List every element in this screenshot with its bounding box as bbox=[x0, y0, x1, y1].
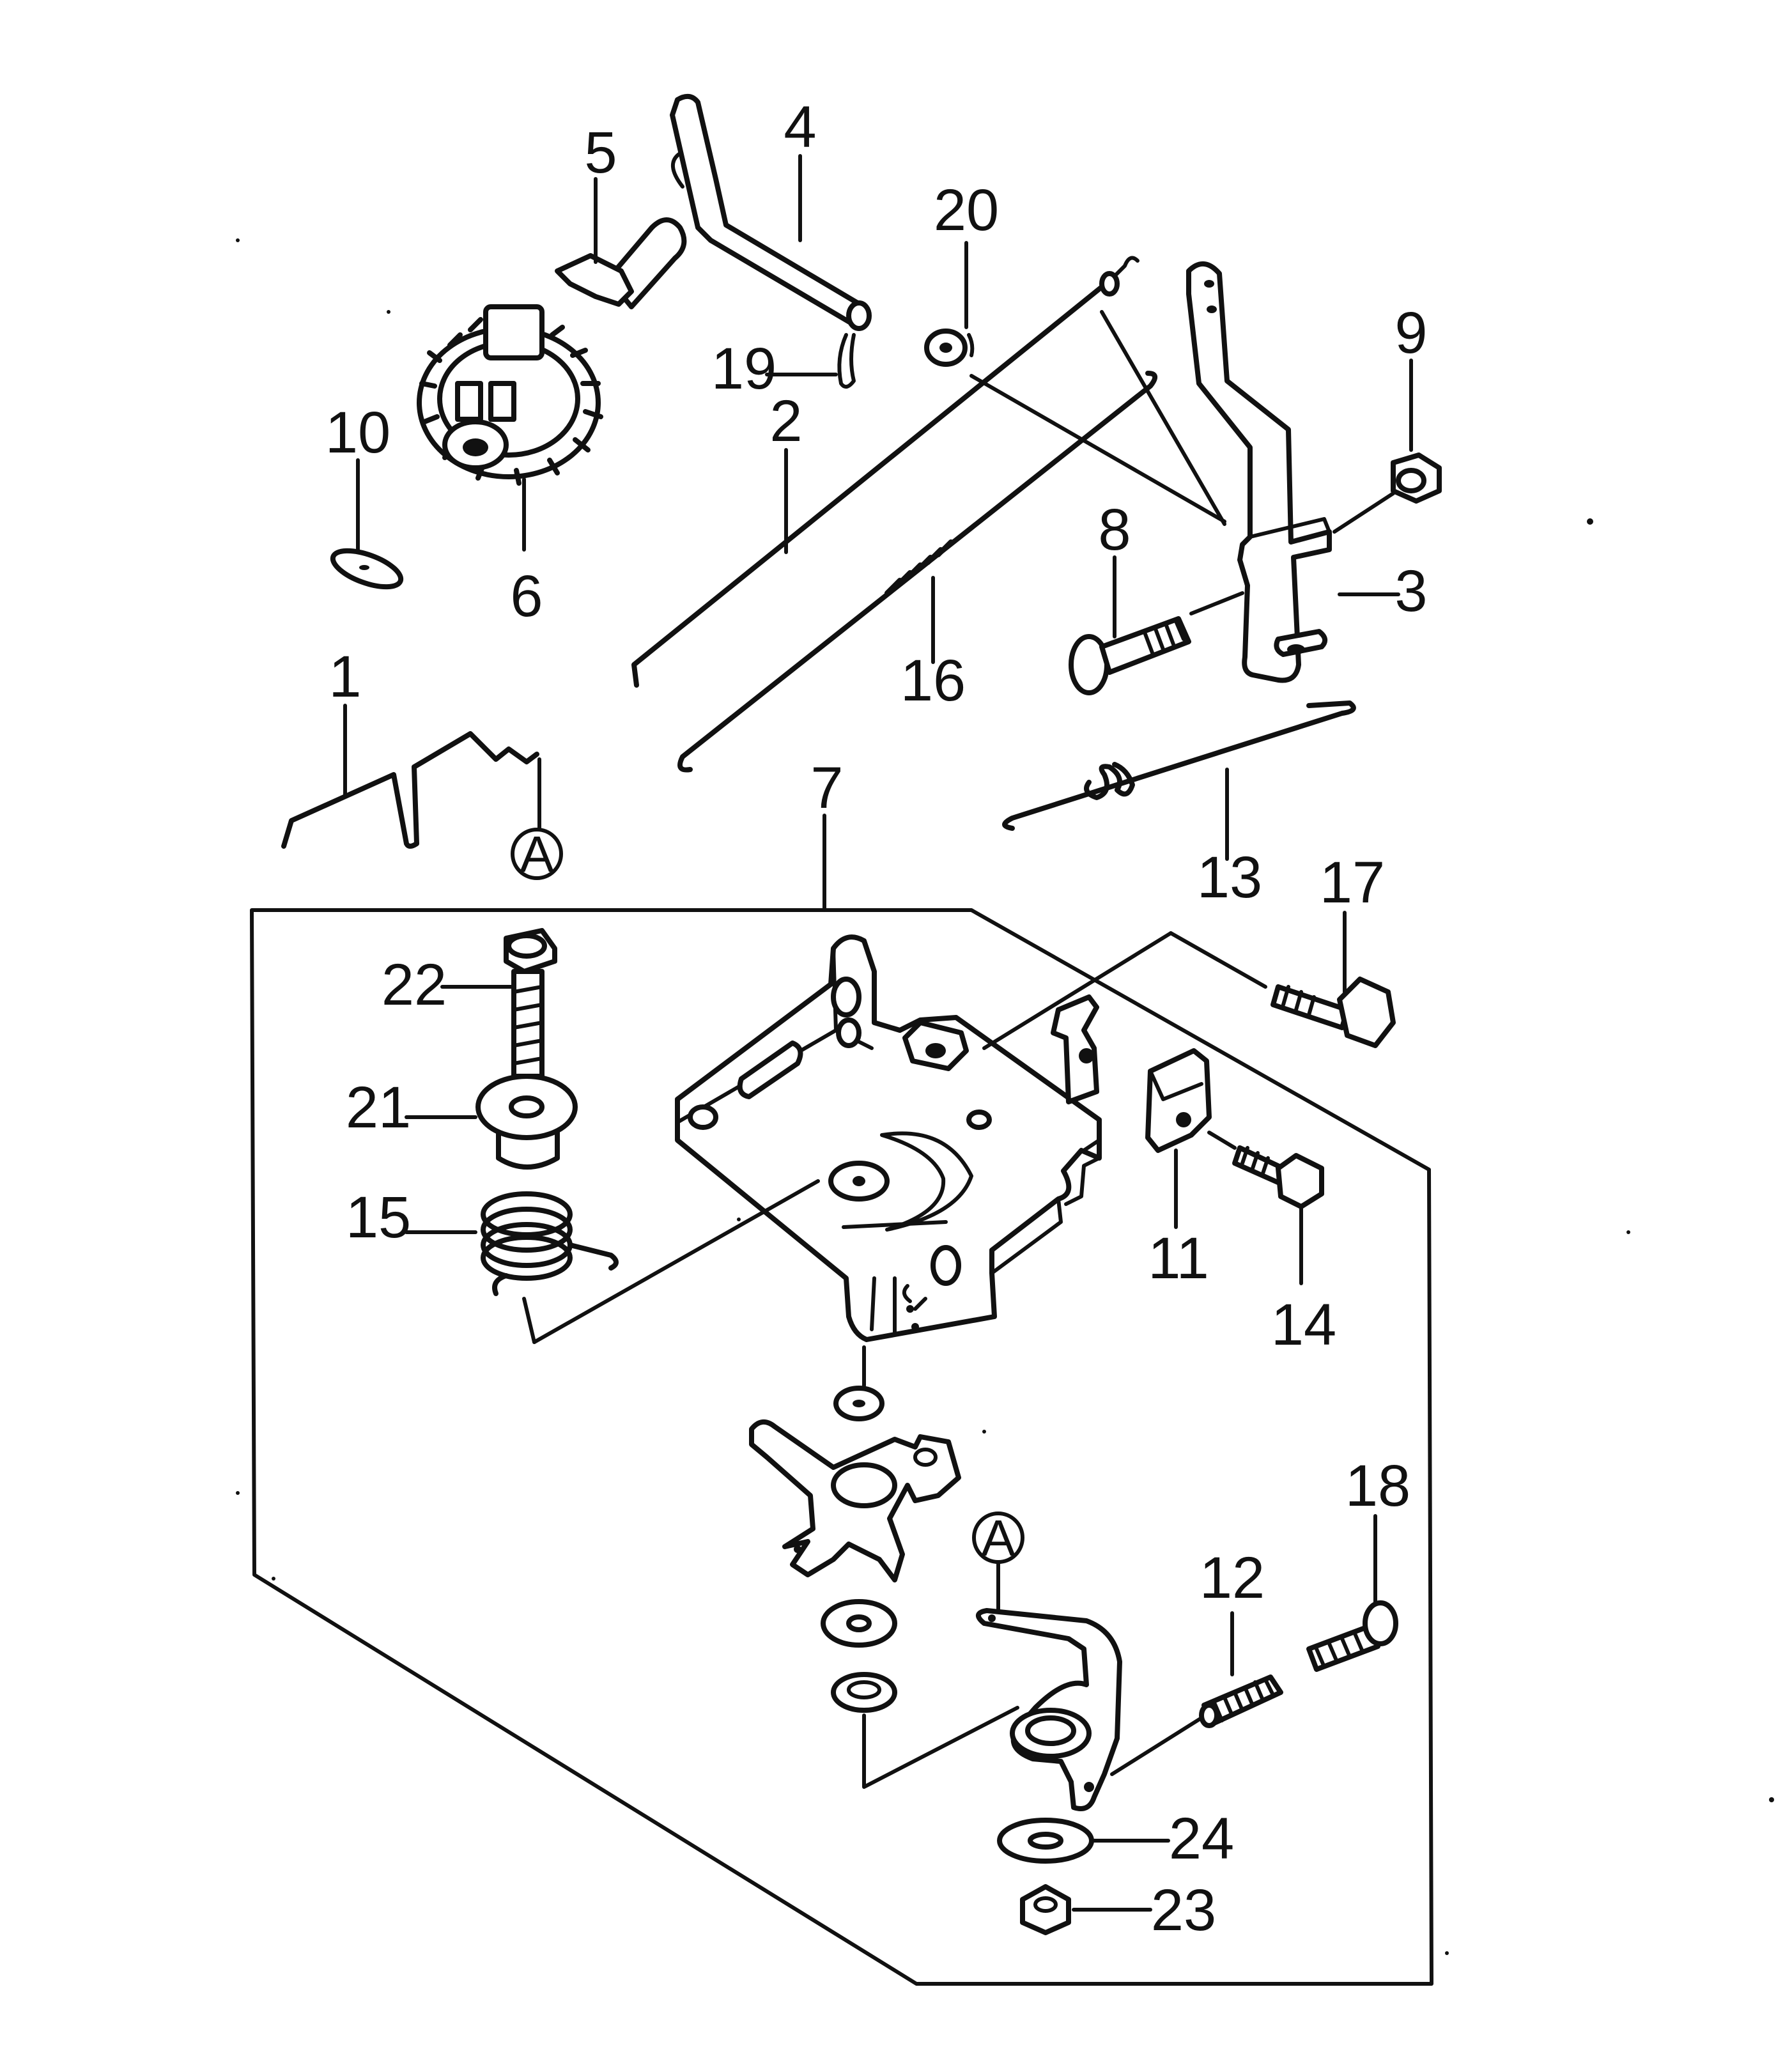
bushing-part-21 bbox=[405, 1074, 578, 1170]
lower-washer-small bbox=[833, 1345, 884, 1421]
rod-with-spring-part-16 bbox=[677, 371, 1157, 773]
bolt-part-8 bbox=[1069, 555, 1244, 695]
clip-pin-part-19 bbox=[765, 333, 856, 389]
callout-23: 23 bbox=[1151, 1878, 1216, 1943]
bolt-part-22 bbox=[440, 928, 557, 1079]
callout-labels: 1 2 3 4 5 6 7 8 9 10 11 12 13 14 15 16 1… bbox=[325, 95, 1428, 1943]
clamp-part-11 bbox=[1145, 1048, 1212, 1229]
callout-22: 22 bbox=[382, 952, 447, 1017]
callout-1: 1 bbox=[328, 644, 361, 709]
scan-specks bbox=[236, 238, 1774, 1955]
callout-15: 15 bbox=[346, 1185, 411, 1250]
spring-part-12 bbox=[1110, 1611, 1283, 1776]
callout-9: 9 bbox=[1394, 300, 1427, 366]
washer-part-20 bbox=[924, 241, 975, 367]
callout-21: 21 bbox=[346, 1075, 411, 1140]
reference-marker-a-top: A bbox=[511, 826, 563, 883]
washer-part-24 bbox=[997, 1818, 1170, 1864]
torsion-spring-part-15 bbox=[405, 1191, 619, 1296]
reference-letter: A bbox=[520, 826, 554, 883]
bolt-part-18 bbox=[1306, 1514, 1398, 1672]
callout-11: 11 bbox=[1148, 1226, 1209, 1291]
callout-4: 4 bbox=[784, 95, 816, 160]
bolt-part-14 bbox=[1207, 1131, 1324, 1285]
link-part-1 bbox=[281, 704, 541, 849]
reference-letter: A bbox=[981, 1510, 1016, 1566]
governor-gear-part bbox=[417, 304, 603, 552]
callout-2: 2 bbox=[769, 389, 802, 454]
governor-lever-plate bbox=[749, 1419, 961, 1582]
sleeve-part-5 bbox=[555, 177, 687, 309]
governor-arm-part-3 bbox=[1186, 261, 1400, 683]
reference-marker-a-bottom: A bbox=[972, 1510, 1024, 1620]
bracket-tab bbox=[1051, 994, 1099, 1104]
callout-13: 13 bbox=[1197, 845, 1262, 910]
callout-24: 24 bbox=[1169, 1806, 1234, 1871]
washer-part-10 bbox=[330, 458, 404, 590]
nut-part-9 bbox=[1332, 359, 1442, 534]
callout-5: 5 bbox=[584, 120, 617, 185]
callout-20: 20 bbox=[934, 178, 999, 243]
lower-lever-arm bbox=[976, 1608, 1122, 1811]
lower-washer-large bbox=[821, 1599, 897, 1648]
callout-3: 3 bbox=[1394, 559, 1427, 624]
spring-rod-part-13 bbox=[1002, 700, 1356, 861]
callout-17: 17 bbox=[1320, 850, 1385, 915]
control-bracket-part-7 bbox=[522, 931, 1267, 1344]
callout-12: 12 bbox=[1200, 1545, 1265, 1611]
callout-18: 18 bbox=[1345, 1453, 1410, 1519]
bolt-part-17 bbox=[1271, 911, 1396, 1048]
nut-part-23 bbox=[1020, 1884, 1152, 1935]
callout-19: 19 bbox=[711, 336, 776, 401]
control-rod-part-2 bbox=[631, 256, 1139, 688]
callout-16: 16 bbox=[900, 648, 966, 713]
callout-7: 7 bbox=[810, 755, 843, 821]
governor-shaft-part-4 bbox=[670, 93, 872, 331]
connection-lines-top bbox=[969, 310, 1226, 526]
callout-8: 8 bbox=[1098, 497, 1131, 562]
assembly-outline bbox=[250, 814, 1433, 1986]
lower-washer-medium bbox=[831, 1672, 1019, 1789]
callout-10: 10 bbox=[325, 400, 390, 465]
callout-6: 6 bbox=[510, 564, 543, 629]
callout-14: 14 bbox=[1271, 1292, 1336, 1357]
